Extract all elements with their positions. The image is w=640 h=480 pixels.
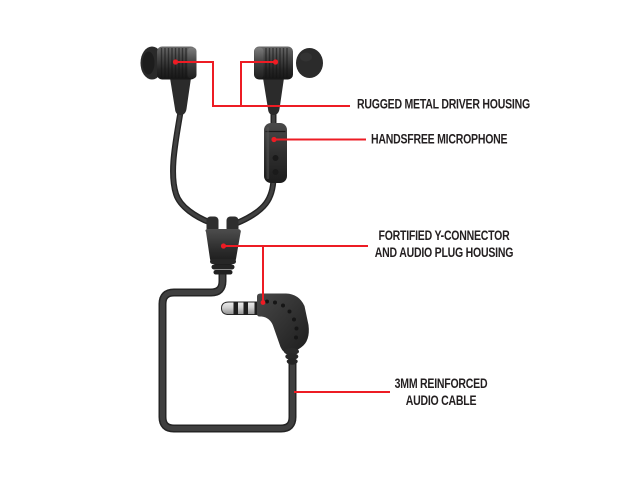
plug-grip-dots — [265, 299, 299, 340]
driver-housing-label-text: RUGGED METAL DRIVER HOUSING — [357, 96, 530, 112]
audio-cable-label-text: 3MM REINFORCED AUDIO CABLE — [395, 375, 488, 409]
y-connector-label-line1: FORTIFIED Y-CONNECTOR — [378, 228, 510, 243]
callout-driver-housing-line — [172, 59, 350, 107]
audio-cable-label-line1: 3MM REINFORCED — [394, 376, 488, 391]
left-earbud — [140, 46, 197, 115]
plug-strain-relief — [284, 348, 299, 365]
callout-y-connector-line — [220, 243, 368, 305]
y-connector-label-line2: AND AUDIO PLUG HOUSING — [374, 245, 514, 260]
handsfree-microphone-pod — [264, 123, 287, 183]
plug-metal-tip — [220, 301, 259, 315]
cable-loop — [158, 270, 297, 433]
y-connector-label: FORTIFIED Y-CONNECTOR AND AUDIO PLUG HOU… — [355, 227, 532, 261]
audio-cable-label: 3MM REINFORCED AUDIO CABLE — [382, 375, 501, 409]
audio-cable-label-line2: AUDIO CABLE — [405, 393, 477, 408]
y-connector-label-text: FORTIFIED Y-CONNECTOR AND AUDIO PLUG HOU… — [374, 227, 514, 261]
microphone-label: HANDSFREE MICROPHONE — [371, 131, 546, 148]
callout-microphone-line — [271, 136, 366, 143]
left-earbud-cable — [170, 109, 213, 226]
audio-plug — [220, 293, 309, 365]
driver-housing-label: RUGGED METAL DRIVER HOUSING — [357, 96, 579, 113]
microphone-label-text: HANDSFREE MICROPHONE — [371, 131, 508, 147]
right-earbud — [254, 46, 323, 115]
